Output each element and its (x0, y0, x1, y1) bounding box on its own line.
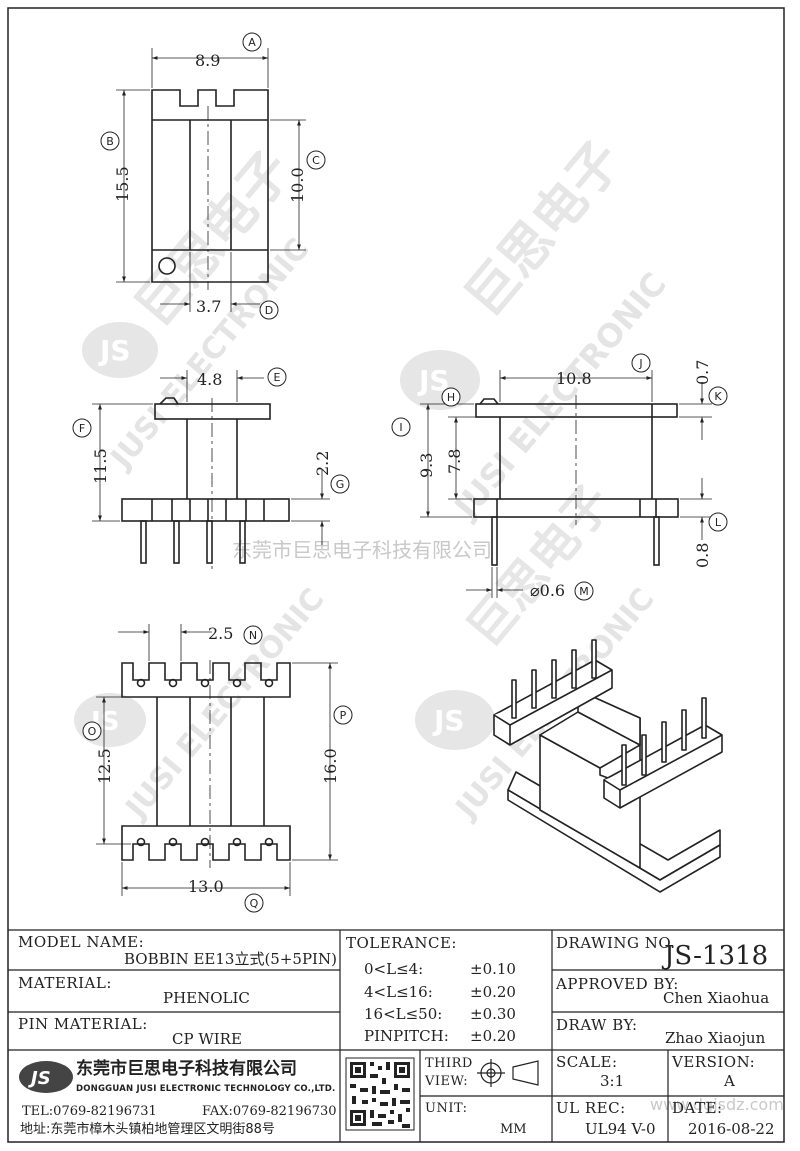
svg-text:K: K (714, 390, 722, 403)
dim-b: 15.5 (113, 166, 132, 202)
third-view-label-1: THIRD (425, 1056, 473, 1071)
svg-text:JS: JS (28, 1068, 51, 1089)
svg-text:F: F (79, 422, 85, 435)
callouts (72, 32, 728, 913)
pin-material-value: CP WIRE (172, 1030, 242, 1048)
third-angle-symbol-icon (477, 1059, 539, 1087)
svg-text:Q: Q (250, 897, 259, 910)
company-name-en: DONGGUAN JUSI ELECTRONIC TECHNOLOGY CO.,… (76, 1084, 336, 1094)
svg-text:A: A (248, 36, 256, 49)
company-logo-icon: JS (19, 1061, 73, 1093)
tolerance-range-3: 16<L≤50: (364, 1005, 443, 1023)
approved-by-label: APPROVED BY: (556, 975, 679, 993)
dim-q: 16.0 (321, 748, 340, 784)
dim-i: 7.8 (445, 449, 464, 474)
dim-p: 13.0 (188, 877, 224, 896)
svg-text:C: C (312, 154, 320, 167)
draw-by-value: Zhao Xiaojun (665, 1029, 766, 1047)
version-label: VERSION: (672, 1053, 756, 1071)
callout-letters: A B C D E F G H I J K L M N O P Q (79, 36, 723, 910)
tolerance-range-1: 0<L≤4: (364, 960, 424, 978)
svg-text:B: B (106, 135, 114, 148)
dim-d: 3.7 (196, 297, 221, 316)
company-fax: FAX:0769-82196730 (202, 1104, 337, 1119)
dim-g: 2.2 (313, 451, 332, 476)
watermark-logo-4: JS (432, 704, 465, 737)
view-front (151, 89, 269, 290)
draw-by-label: DRAW BY: (556, 1016, 638, 1034)
third-view-label-2: VIEW: (425, 1074, 469, 1089)
drawing-no-value: JS-1318 (664, 941, 769, 971)
scale-label: SCALE: (556, 1053, 618, 1071)
tolerance-value-1: ±0.10 (470, 960, 516, 978)
qr-code-icon (345, 1057, 415, 1131)
ul-rec-value: UL94 V-0 (585, 1120, 656, 1138)
view-side (121, 397, 290, 570)
svg-text:D: D (265, 304, 273, 317)
svg-text:H: H (447, 391, 455, 404)
model-name-value: BOBBIN EE13立式(5+5PIN) (124, 950, 337, 968)
svg-text:N: N (249, 629, 257, 642)
view-top (121, 660, 291, 868)
approved-by-value: Chen Xiaohua (663, 989, 770, 1007)
dim-j: 10.8 (556, 369, 592, 388)
watermark-logo-1: JS (98, 334, 131, 367)
unit-label: UNIT: (425, 1101, 468, 1116)
view-isometric (493, 639, 723, 893)
dim-o: 12.5 (95, 748, 114, 784)
dimension-values: 8.9 15.5 10.0 3.7 4.8 11.5 2.2 9.3 7.8 1… (91, 51, 712, 896)
tolerance-range-4: PINPITCH: (364, 1027, 449, 1045)
tolerance-range-2: 4<L≤16: (364, 983, 433, 1001)
dim-h: 9.3 (417, 453, 436, 478)
scale-value: 3:1 (600, 1072, 625, 1090)
svg-text:O: O (88, 725, 97, 738)
material-label: MATERIAL: (18, 974, 112, 992)
dim-n: 2.5 (208, 624, 233, 643)
material-value: PHENOLIC (163, 989, 250, 1007)
dim-f: 11.5 (91, 448, 110, 484)
dims-front (116, 48, 306, 312)
dim-a: 8.9 (195, 51, 220, 70)
dim-l: 0.8 (693, 543, 712, 568)
watermark-company: 东莞市巨思电子科技有限公司 (232, 538, 492, 562)
title-block-grid (8, 929, 784, 1142)
svg-text:P: P (340, 709, 347, 722)
drawing-no-label: DRAWING NO. (556, 934, 676, 952)
svg-text:G: G (336, 478, 345, 491)
watermark-site: www.dgjsdz.com (650, 1095, 784, 1114)
pin-material-label: PIN MATERIAL: (18, 1015, 148, 1033)
company-address: 地址:东莞市樟木头镇柏地管理区文明街88号 (20, 1122, 275, 1137)
company-name-cn: 东莞市巨思电子科技有限公司 (76, 1059, 297, 1079)
svg-text:I: I (399, 421, 402, 434)
sheet-border (7, 7, 785, 1143)
dims-side (92, 370, 330, 545)
company-tel: TEL:0769-82196731 (22, 1104, 157, 1119)
tolerance-value-2: ±0.20 (470, 983, 516, 1001)
dim-e: 4.8 (197, 370, 222, 389)
version-value: A (724, 1072, 735, 1090)
svg-text:J: J (638, 357, 642, 370)
dim-m: ⌀0.6 (530, 581, 565, 600)
unit-value: MM (500, 1122, 527, 1137)
dims-top (96, 624, 338, 896)
model-name-label: MODEL NAME: (18, 933, 145, 951)
view-right (473, 395, 679, 566)
tolerance-label: TOLERANCE: (346, 934, 457, 952)
ul-rec-label: UL REC: (556, 1099, 626, 1117)
date-label: DATE: (672, 1099, 723, 1117)
date-value: 2016-08-22 (688, 1120, 775, 1138)
tolerance-value-4: ±0.20 (470, 1027, 516, 1045)
svg-text:E: E (274, 371, 281, 384)
dim-c: 10.0 (288, 167, 307, 203)
svg-text:M: M (579, 585, 589, 598)
tolerance-value-3: ±0.30 (470, 1005, 516, 1023)
svg-text:L: L (715, 516, 722, 529)
dim-k: 0.7 (693, 360, 712, 385)
